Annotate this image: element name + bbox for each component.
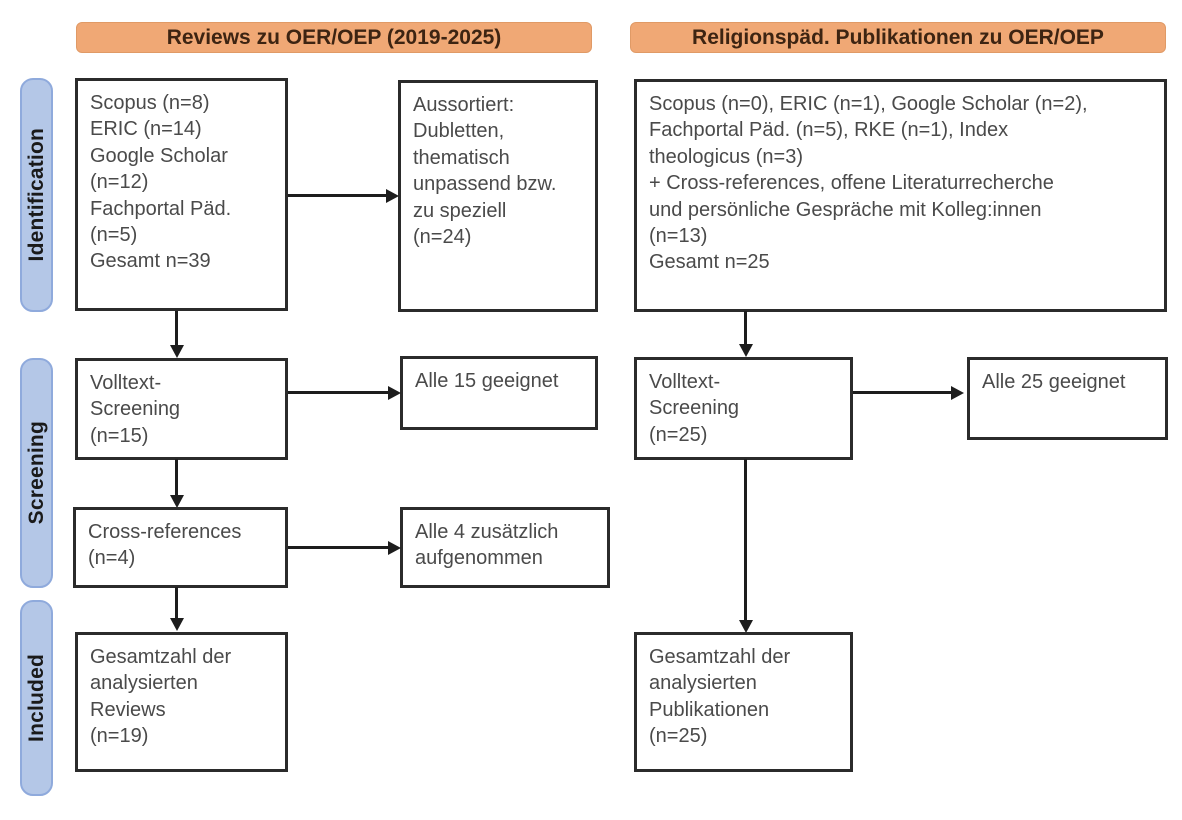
- arrowhead-left-fulltext-to-crossrefs: [170, 495, 184, 508]
- arrowhead-left-crossrefs-to-included: [170, 618, 184, 631]
- connector-left-fulltext-to-crossrefs: [175, 459, 178, 497]
- node-left-sources: Scopus (n=8) ERIC (n=14) Google Scholar …: [75, 78, 288, 311]
- phase-label-included: Included: [24, 654, 48, 742]
- arrowhead-right-fulltext-to-included: [739, 620, 753, 633]
- connector-right-fulltext-to-result: [853, 391, 955, 394]
- node-right-included: Gesamtzahl der analysierten Publikatione…: [634, 632, 853, 772]
- phase-label-identification: Identification: [24, 128, 48, 262]
- node-left-fulltext-result: Alle 15 geeignet: [400, 356, 598, 430]
- connector-left-crossrefs-to-result: [288, 546, 390, 549]
- connector-left-crossrefs-to-included: [175, 587, 178, 620]
- phase-label-screening: Screening: [24, 421, 48, 525]
- arrowhead-left-crossrefs-to-result: [388, 541, 401, 555]
- node-left-crossrefs-result: Alle 4 zusätzlich aufgenommen: [400, 507, 610, 588]
- node-right-sources: Scopus (n=0), ERIC (n=1), Google Scholar…: [634, 79, 1167, 312]
- connector-right-fulltext-to-included: [744, 459, 747, 622]
- arrowhead-left-fulltext-to-result: [388, 386, 401, 400]
- column-header-right: Religionspäd. Publikationen zu OER/OEP: [630, 22, 1166, 53]
- phase-bar-identification: Identification: [20, 78, 53, 312]
- node-left-included: Gesamtzahl der analysierten Reviews (n=1…: [75, 632, 288, 772]
- node-right-fulltext-result: Alle 25 geeignet: [967, 357, 1168, 440]
- connector-right-sources-to-fulltext: [744, 311, 747, 346]
- node-left-crossrefs: Cross-references (n=4): [73, 507, 288, 588]
- connector-left-sources-to-excluded: [288, 194, 388, 197]
- arrowhead-left-sources-to-excluded: [386, 189, 399, 203]
- connector-left-sources-to-fulltext: [175, 311, 178, 347]
- phase-bar-screening: Screening: [20, 358, 53, 588]
- arrowhead-left-sources-to-fulltext: [170, 345, 184, 358]
- node-right-fulltext: Volltext- Screening (n=25): [634, 357, 853, 460]
- arrowhead-right-sources-to-fulltext: [739, 344, 753, 357]
- column-header-left: Reviews zu OER/OEP (2019-2025): [76, 22, 592, 53]
- node-left-fulltext: Volltext- Screening (n=15): [75, 358, 288, 460]
- arrowhead-right-fulltext-to-result: [951, 386, 964, 400]
- phase-bar-included: Included: [20, 600, 53, 796]
- connector-left-fulltext-to-result: [288, 391, 390, 394]
- node-left-excluded: Aussortiert: Dubletten, thematisch unpas…: [398, 80, 598, 312]
